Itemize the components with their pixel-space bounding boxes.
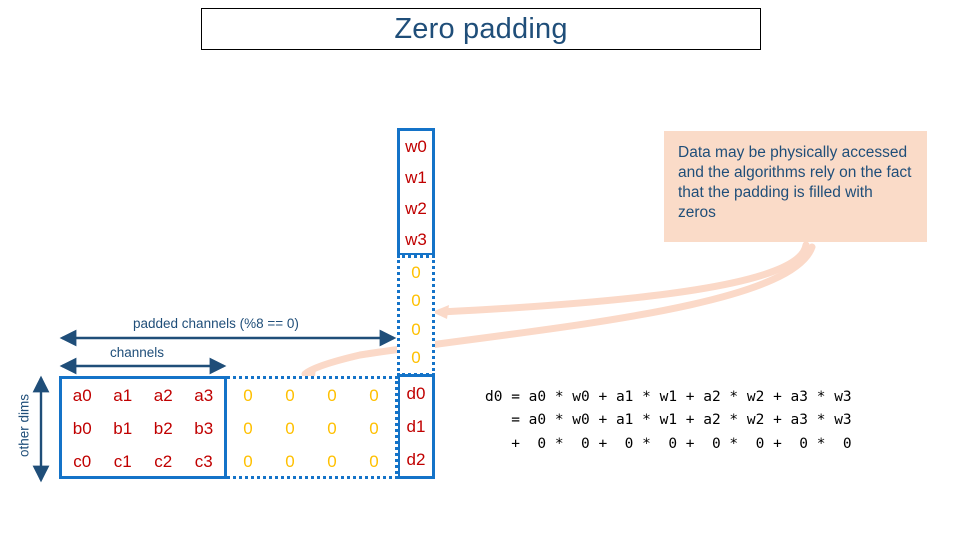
- data-cell: a0: [72, 386, 92, 405]
- callout-curve-upper: [437, 241, 810, 316]
- output-cell: d2: [406, 450, 426, 469]
- output-cell: d1: [406, 417, 426, 436]
- table-row: 0 0 0 0: [227, 445, 395, 478]
- padded-channels-label: padded channels (%8 == 0): [133, 316, 299, 331]
- data-cell: a1: [113, 386, 133, 405]
- padding-cell: 0: [243, 386, 253, 405]
- weight-column: w0 w1 w2 w3: [397, 128, 435, 256]
- padding-cell: 0: [285, 386, 295, 405]
- table-row: 0 0 0 0: [227, 379, 395, 412]
- callout-curve-lower: [301, 243, 816, 378]
- padding-cell: 0: [285, 452, 295, 471]
- data-cell: b3: [194, 419, 214, 438]
- data-grid: a0 a1 a2 a3 b0 b1 b2 b3 c0 c1 c2 c3: [59, 376, 227, 479]
- page-title: Zero padding: [394, 12, 568, 45]
- padding-grid: 0 0 0 0 0 0 0 0 0 0 0 0: [227, 376, 398, 479]
- table-row: a0 a1 a2 a3: [62, 379, 224, 412]
- equation-block: d0 = a0 * w0 + a1 * w1 + a2 * w2 + a3 * …: [485, 389, 852, 452]
- data-cell: a2: [153, 386, 173, 405]
- table-row: c0 c1 c2 c3: [62, 445, 224, 478]
- weight-cell: w2: [405, 199, 427, 218]
- padding-cell: 0: [327, 419, 337, 438]
- weight-padding-cell: 0: [411, 319, 421, 339]
- padding-cell: 0: [243, 452, 253, 471]
- padding-cell: 0: [369, 419, 379, 438]
- weight-padding-cell: 0: [411, 348, 421, 368]
- data-cell: c1: [113, 452, 132, 471]
- data-cell: b2: [153, 419, 173, 438]
- weight-padding-cell: 0: [411, 291, 421, 311]
- padding-cell: 0: [327, 386, 337, 405]
- weight-cell: w0: [405, 137, 427, 156]
- table-row: b0 b1 b2 b3: [62, 412, 224, 445]
- padding-cell: 0: [243, 419, 253, 438]
- other-dims-label: other dims: [16, 393, 32, 458]
- callout-text: Data may be physically accessed and the …: [678, 144, 912, 222]
- output-cell: d0: [406, 384, 426, 403]
- title-box: Zero padding: [201, 8, 761, 50]
- padding-cell: 0: [369, 386, 379, 405]
- channels-label: channels: [110, 345, 165, 360]
- padding-cell: 0: [285, 419, 295, 438]
- weight-cell: w3: [405, 230, 427, 249]
- table-row: 0 0 0 0: [227, 412, 395, 445]
- output-column: d0 d1 d2: [397, 374, 435, 479]
- data-cell: c2: [154, 452, 173, 471]
- weight-padding-cell: 0: [411, 262, 421, 282]
- callout-box: Data may be physically accessed and the …: [664, 131, 927, 242]
- data-cell: a3: [194, 386, 214, 405]
- padding-cell: 0: [327, 452, 337, 471]
- weight-padding-column: 0 0 0 0: [397, 255, 435, 376]
- data-cell: c0: [73, 452, 92, 471]
- data-cell: c3: [194, 452, 213, 471]
- data-cell: b0: [72, 419, 92, 438]
- padding-cell: 0: [369, 452, 379, 471]
- weight-cell: w1: [405, 168, 427, 187]
- data-cell: b1: [113, 419, 133, 438]
